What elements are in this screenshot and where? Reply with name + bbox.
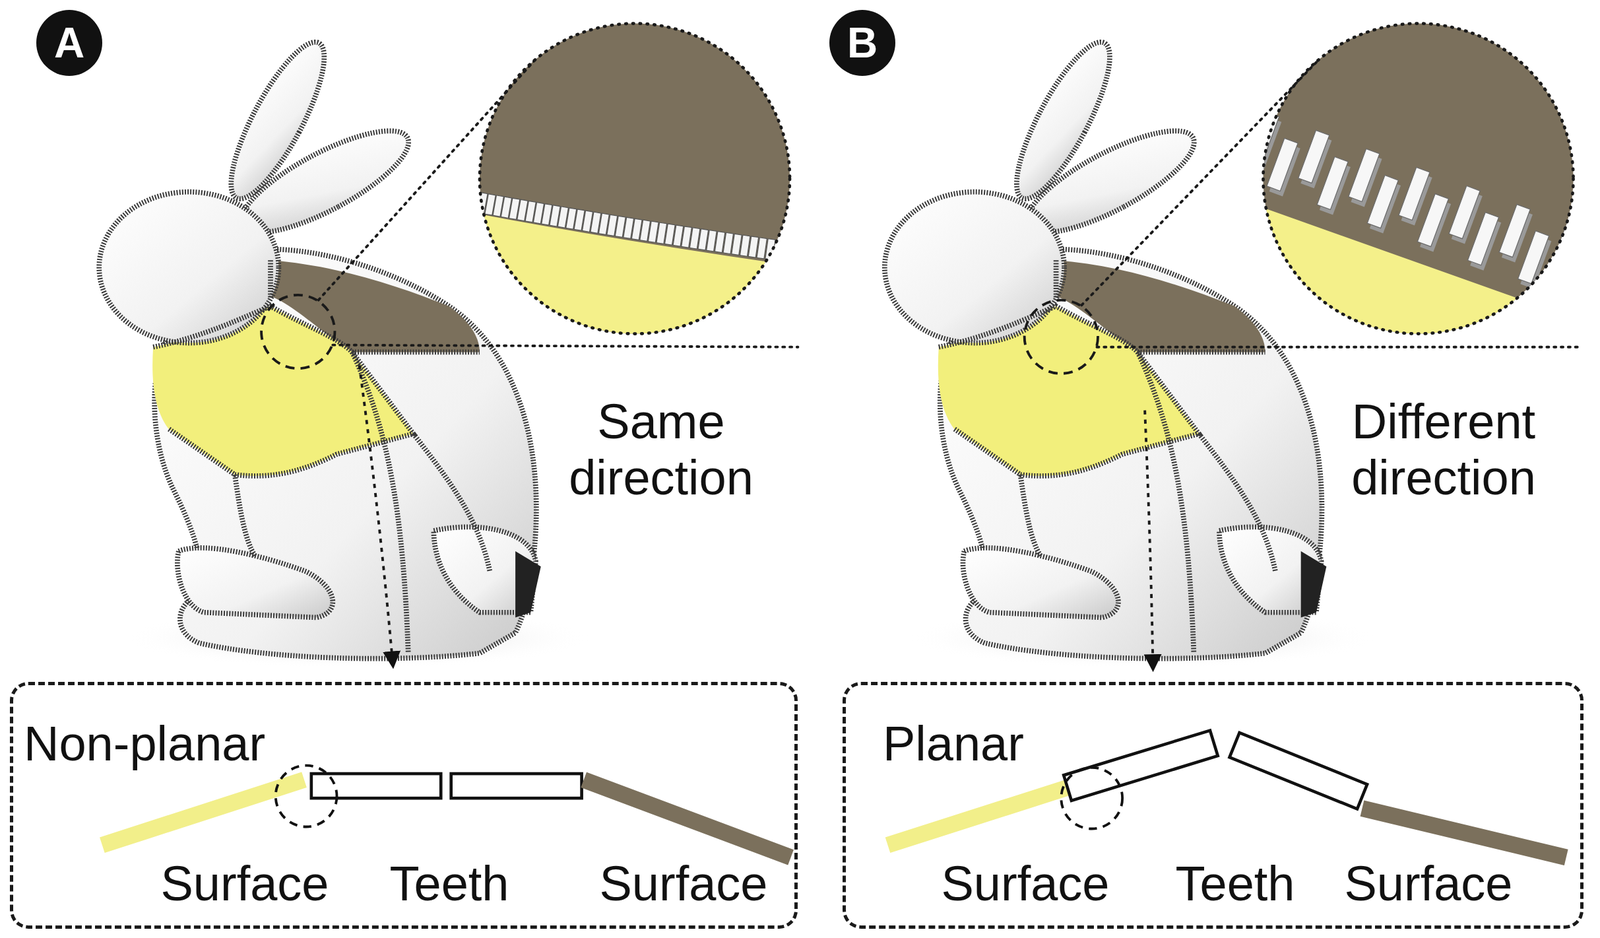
node-text: B — [847, 21, 878, 64]
zoom-view — [1246, 15, 1600, 352]
zipper-tooth — [790, 242, 801, 264]
caption-text: Same direction — [568, 393, 754, 506]
zipper-tooth — [1516, 230, 1553, 289]
zipper-tooth — [1547, 223, 1585, 282]
node-text: Planar — [882, 715, 1024, 772]
zipper-tooth — [1365, 175, 1403, 234]
zipper-tooth — [1466, 212, 1503, 271]
panel-letter: A — [36, 9, 103, 76]
part-label: Surface — [1344, 855, 1513, 912]
zipper-tooth — [468, 190, 480, 212]
cross-section — [102, 765, 792, 858]
part-label: Surface — [160, 855, 329, 912]
leader-lines — [261, 60, 1580, 669]
zipper-tooth — [781, 240, 792, 262]
node-text: A — [54, 21, 85, 64]
zipper-tooth — [460, 189, 472, 211]
part-label: Surface — [940, 855, 1110, 912]
zipper-tooth — [1415, 193, 1453, 253]
part-label: Teeth — [1175, 855, 1295, 912]
node-text: Non-planar — [23, 715, 266, 772]
zipper-tooth — [799, 243, 809, 265]
caption-text: Different direction — [1351, 393, 1536, 506]
zipper-tooth — [1265, 137, 1302, 196]
zipper-tooth — [807, 244, 818, 266]
panel-letter: B — [829, 9, 896, 76]
zipper-tooth — [1315, 157, 1352, 216]
zipper-tooth — [1567, 249, 1600, 308]
zoom-view — [460, 15, 818, 352]
part-label: Teeth — [389, 855, 509, 912]
part-label: Surface — [599, 855, 768, 912]
